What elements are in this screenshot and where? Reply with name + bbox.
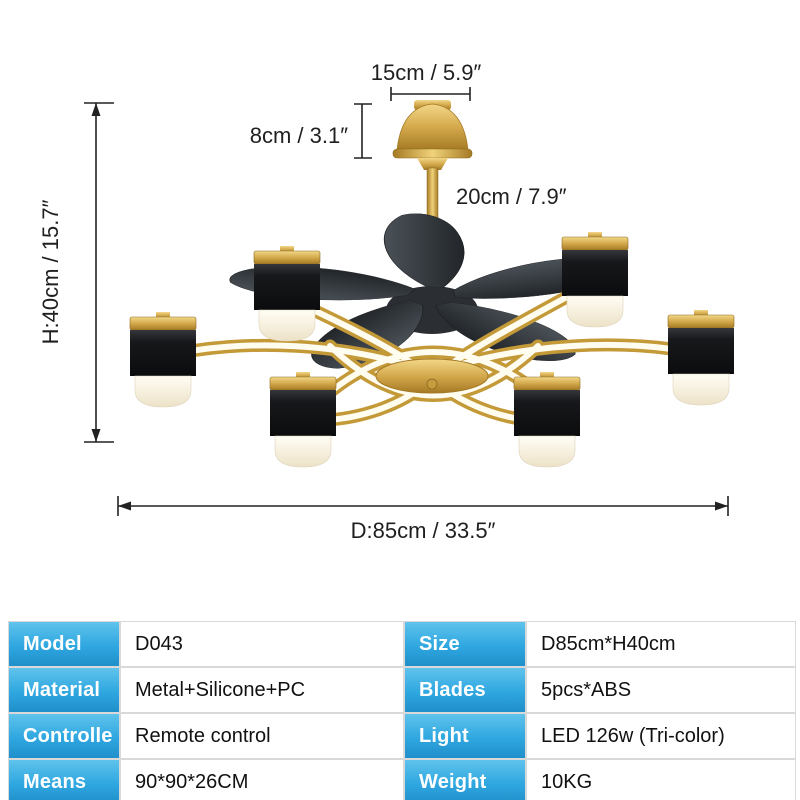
spec-table: Model D043 Size D85cm*H40cm Material Met… — [8, 621, 796, 800]
lamp-lower-left — [269, 371, 337, 468]
spec-label-light: Light — [405, 714, 525, 758]
dim-height-arrow-down — [91, 429, 101, 442]
spec-value-light: LED 126w (Tri-color) — [527, 714, 795, 758]
spec-value-weight: 10KG — [527, 760, 795, 800]
dim-top-width-label: 15cm / 5.9″ — [371, 60, 482, 85]
spec-value-material: Metal+Silicone+PC — [121, 668, 403, 712]
spec-label-weight: Weight — [405, 760, 525, 800]
spec-label-size: Size — [405, 622, 525, 666]
center-finial — [426, 378, 438, 390]
dim-height-label: H:40cm / 15.7″ — [38, 199, 63, 344]
spec-label-means: Means — [9, 760, 119, 800]
lamp-right — [667, 309, 735, 406]
center-plate — [375, 358, 489, 394]
spec-value-blades: 5pcs*ABS — [527, 668, 795, 712]
spec-label-material: Material — [9, 668, 119, 712]
spec-value-means: 90*90*26CM — [121, 760, 403, 800]
dim-height-arrow-up — [91, 103, 101, 116]
spec-value-controller: Remote control — [121, 714, 403, 758]
dim-diameter-arrow-right — [715, 501, 728, 511]
ceiling-canopy — [392, 100, 473, 170]
dim-diameter-arrow-left — [118, 501, 131, 511]
dim-canopy-height-label: 8cm / 3.1″ — [250, 123, 348, 148]
lamp-upper-left — [253, 245, 321, 342]
spec-value-size: D85cm*H40cm — [527, 622, 795, 666]
lamp-left — [129, 311, 197, 408]
spec-value-model: D043 — [121, 622, 403, 666]
lamp-upper-right — [561, 231, 629, 328]
dim-top-width-line — [390, 87, 471, 101]
dim-rod-length-label: 20cm / 7.9″ — [456, 184, 567, 209]
spec-label-model: Model — [9, 622, 119, 666]
dim-diameter-line — [117, 496, 729, 516]
ceiling-fan-dimension-diagram: H:40cm / 15.7″ 15cm / 5.9″ 8cm / 3.1″ 20… — [38, 60, 735, 543]
spec-label-blades: Blades — [405, 668, 525, 712]
dim-height-line — [84, 102, 114, 443]
lamp-lower-right — [513, 371, 581, 468]
dim-canopy-height-line — [354, 103, 372, 159]
dim-diameter-label: D:85cm / 33.5″ — [351, 518, 496, 543]
spec-label-controller: Controlle — [9, 714, 119, 758]
